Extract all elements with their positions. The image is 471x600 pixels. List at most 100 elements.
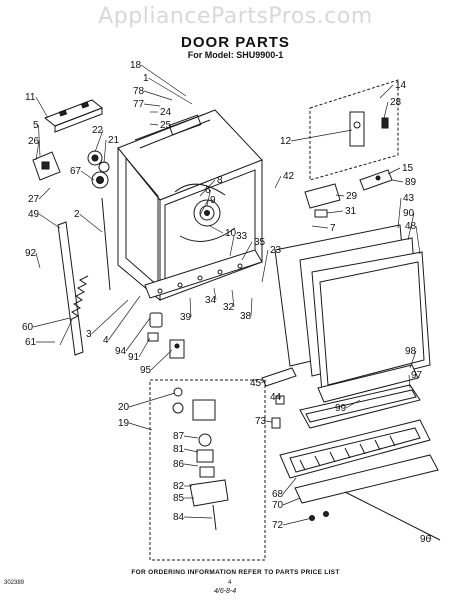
callout-leader-35 bbox=[241, 241, 253, 261]
callout-34: 34 bbox=[205, 295, 217, 306]
callout-42: 42 bbox=[283, 171, 295, 182]
callout-81: 81 bbox=[173, 444, 185, 455]
callout-leader-15 bbox=[387, 167, 401, 175]
callout-91: 91 bbox=[128, 352, 140, 363]
callout-98: 98 bbox=[405, 346, 417, 357]
callout-10: 10 bbox=[225, 228, 237, 239]
page-title: DOOR PARTS bbox=[181, 34, 290, 51]
callout-leader-9 bbox=[199, 199, 209, 216]
callout-leader-8 bbox=[199, 179, 216, 197]
callout-60: 60 bbox=[22, 322, 34, 333]
callout-leader-96 bbox=[429, 534, 432, 540]
latch-assembly-box bbox=[149, 379, 266, 561]
callout-19: 19 bbox=[118, 418, 130, 429]
callout-21: 21 bbox=[108, 135, 120, 146]
callout-43: 43 bbox=[403, 193, 415, 204]
clip bbox=[271, 417, 281, 429]
callout-leader-68 bbox=[282, 477, 297, 495]
callout-49: 49 bbox=[28, 209, 40, 220]
callout-99: 99 bbox=[335, 403, 347, 414]
callout-85: 85 bbox=[173, 493, 185, 504]
ordering-note: FOR ORDERING INFORMATION REFER TO PARTS … bbox=[131, 569, 340, 576]
callout-leader-67 bbox=[80, 170, 95, 181]
latch-bracket bbox=[359, 169, 393, 191]
callout-25: 25 bbox=[160, 120, 172, 131]
callout-8: 8 bbox=[217, 175, 223, 186]
callout-leader-72 bbox=[282, 517, 313, 526]
callout-leader-70 bbox=[282, 497, 301, 506]
callout-84: 84 bbox=[173, 512, 185, 523]
callout-leader-60 bbox=[32, 317, 71, 328]
callout-leader-12 bbox=[290, 129, 353, 142]
callout-leader-14 bbox=[379, 84, 394, 99]
callout-leader-32 bbox=[231, 289, 235, 308]
callout-leader-26 bbox=[35, 140, 40, 161]
callout-leader-34 bbox=[213, 287, 217, 301]
callout-38: 38 bbox=[240, 311, 252, 322]
callout-leader-48 bbox=[415, 225, 421, 255]
callout-3: 3 bbox=[86, 329, 92, 340]
callout-77: 77 bbox=[133, 99, 145, 110]
callout-96: 96 bbox=[420, 534, 432, 545]
left-side-trim bbox=[57, 221, 84, 356]
callout-78: 78 bbox=[133, 86, 145, 97]
callout-95: 95 bbox=[140, 365, 152, 376]
callout-leader-45 bbox=[260, 379, 267, 384]
door-spring bbox=[59, 275, 89, 346]
callout-leader-29 bbox=[335, 194, 345, 197]
callout-leader-49 bbox=[38, 213, 61, 229]
handwritten-date: 4/6-8-4 bbox=[214, 588, 237, 595]
bottom-hinge-bar bbox=[144, 249, 263, 299]
callout-leader-98 bbox=[409, 350, 417, 369]
callout-94: 94 bbox=[115, 346, 127, 357]
vent-parts bbox=[304, 183, 341, 218]
callout-leader-92 bbox=[35, 252, 41, 269]
callout-97: 97 bbox=[411, 370, 423, 381]
callout-9: 9 bbox=[210, 195, 216, 206]
callout-44: 44 bbox=[270, 392, 282, 403]
callout-leader-20 bbox=[128, 392, 176, 408]
callout-35: 35 bbox=[254, 237, 266, 248]
callout-leader-77 bbox=[143, 103, 161, 107]
callout-leader-4 bbox=[108, 295, 141, 341]
callout-15: 15 bbox=[402, 163, 414, 174]
callout-leader-97 bbox=[408, 374, 411, 389]
callout-11: 11 bbox=[25, 92, 36, 103]
callout-leader-90 bbox=[407, 212, 415, 241]
control-knobs bbox=[87, 150, 110, 189]
callout-leader-28 bbox=[383, 101, 389, 119]
callout-leader-6 bbox=[206, 189, 211, 207]
callout-67: 67 bbox=[70, 166, 82, 177]
callout-7: 7 bbox=[330, 223, 336, 234]
callout-leader-73 bbox=[265, 420, 273, 423]
callout-leader-78 bbox=[143, 90, 173, 101]
callout-29: 29 bbox=[346, 191, 358, 202]
callout-leader-5 bbox=[38, 124, 41, 157]
callout-leader-7 bbox=[311, 225, 329, 229]
model-subtitle: For Model: SHU9900-1 bbox=[187, 50, 284, 60]
callout-1: 1 bbox=[143, 73, 149, 84]
callout-leader-86 bbox=[183, 463, 199, 467]
callout-leader-23 bbox=[261, 249, 269, 283]
door-handle bbox=[44, 99, 103, 133]
callout-73: 73 bbox=[255, 416, 267, 427]
kickplate-screws bbox=[309, 511, 329, 521]
watermark: AppliancePartsPros.com bbox=[98, 4, 373, 29]
callout-86: 86 bbox=[173, 459, 185, 470]
callout-33: 33 bbox=[236, 231, 248, 242]
door-latch-parts bbox=[147, 312, 185, 359]
callout-32: 32 bbox=[223, 302, 235, 313]
callout-leader-38 bbox=[250, 297, 253, 317]
callout-leader-43 bbox=[397, 197, 402, 229]
callout-92: 92 bbox=[25, 248, 37, 259]
callout-leader-89 bbox=[391, 179, 404, 183]
hinge-assembly bbox=[309, 79, 399, 181]
callout-24: 24 bbox=[160, 107, 172, 118]
door-hub-assembly bbox=[174, 183, 236, 242]
callout-45: 45 bbox=[250, 378, 262, 389]
callout-leader-44 bbox=[277, 396, 282, 399]
callout-leader-2 bbox=[79, 213, 103, 233]
callout-22: 22 bbox=[92, 125, 104, 136]
